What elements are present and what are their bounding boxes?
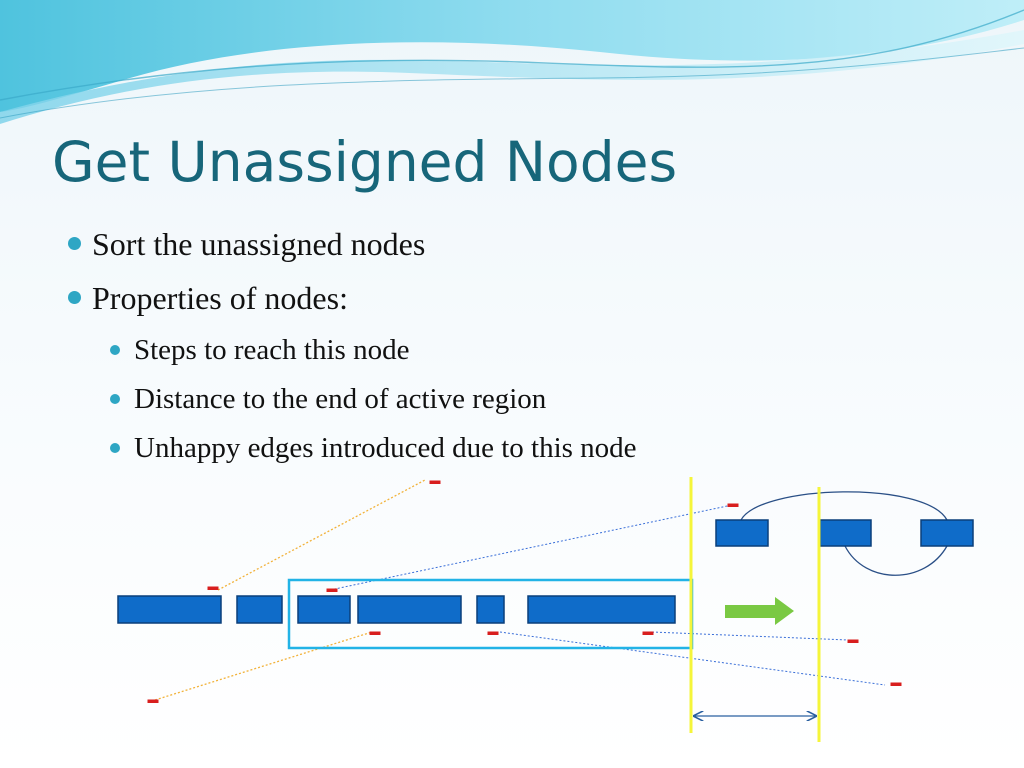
node-block xyxy=(117,595,222,624)
minus-sign: – xyxy=(726,487,740,520)
minus-sign: – xyxy=(146,683,160,716)
edge-line xyxy=(329,504,733,591)
bullet-item: Properties of nodes: xyxy=(60,276,960,330)
sub-bullet-item: Steps to reach this node xyxy=(60,330,960,379)
slide-title: Get Unassigned Nodes xyxy=(52,130,678,194)
bullet-dot-icon xyxy=(68,291,81,304)
node-block xyxy=(297,595,351,624)
bullet-dot-icon xyxy=(110,443,120,453)
edge-arc xyxy=(740,491,948,521)
node-block xyxy=(357,595,462,624)
edge-line xyxy=(154,631,373,701)
sub-bullet-item: Unhappy edges introduced due to this nod… xyxy=(60,428,960,477)
node-block xyxy=(527,595,676,624)
bullet-dot-icon xyxy=(110,345,120,355)
sub-bullet-item: Distance to the end of active region xyxy=(60,379,960,428)
minus-sign: – xyxy=(428,464,442,497)
bullet-dot-icon xyxy=(110,394,120,404)
sub-bullet-text: Distance to the end of active region xyxy=(134,383,547,415)
minus-sign: – xyxy=(889,666,903,699)
minus-sign: – xyxy=(846,623,860,656)
bullet-text: Sort the unassigned nodes xyxy=(92,226,426,262)
bullet-list: Sort the unassigned nodes Properties of … xyxy=(60,222,960,477)
sub-bullet-text: Steps to reach this node xyxy=(134,334,410,366)
edge-arc xyxy=(844,545,948,576)
minus-sign: – xyxy=(641,615,655,648)
header-wave-decoration xyxy=(0,0,1024,124)
node-block xyxy=(236,595,283,624)
edge-line xyxy=(651,631,849,641)
node-block xyxy=(715,519,769,547)
bullet-item: Sort the unassigned nodes xyxy=(60,222,960,276)
node-block xyxy=(476,595,505,624)
sub-bullet-text: Unhappy edges introduced due to this nod… xyxy=(134,432,637,464)
direction-arrow-icon xyxy=(725,597,794,625)
node-block xyxy=(819,519,872,547)
minus-sign: – xyxy=(325,572,339,605)
bullet-dot-icon xyxy=(68,237,81,250)
minus-sign: – xyxy=(206,570,220,603)
edge-line xyxy=(217,479,426,591)
node-block xyxy=(920,519,974,547)
minus-sign: – xyxy=(486,615,500,648)
edge-line xyxy=(499,631,886,686)
bullet-text: Properties of nodes: xyxy=(92,280,348,316)
minus-sign: – xyxy=(368,615,382,648)
